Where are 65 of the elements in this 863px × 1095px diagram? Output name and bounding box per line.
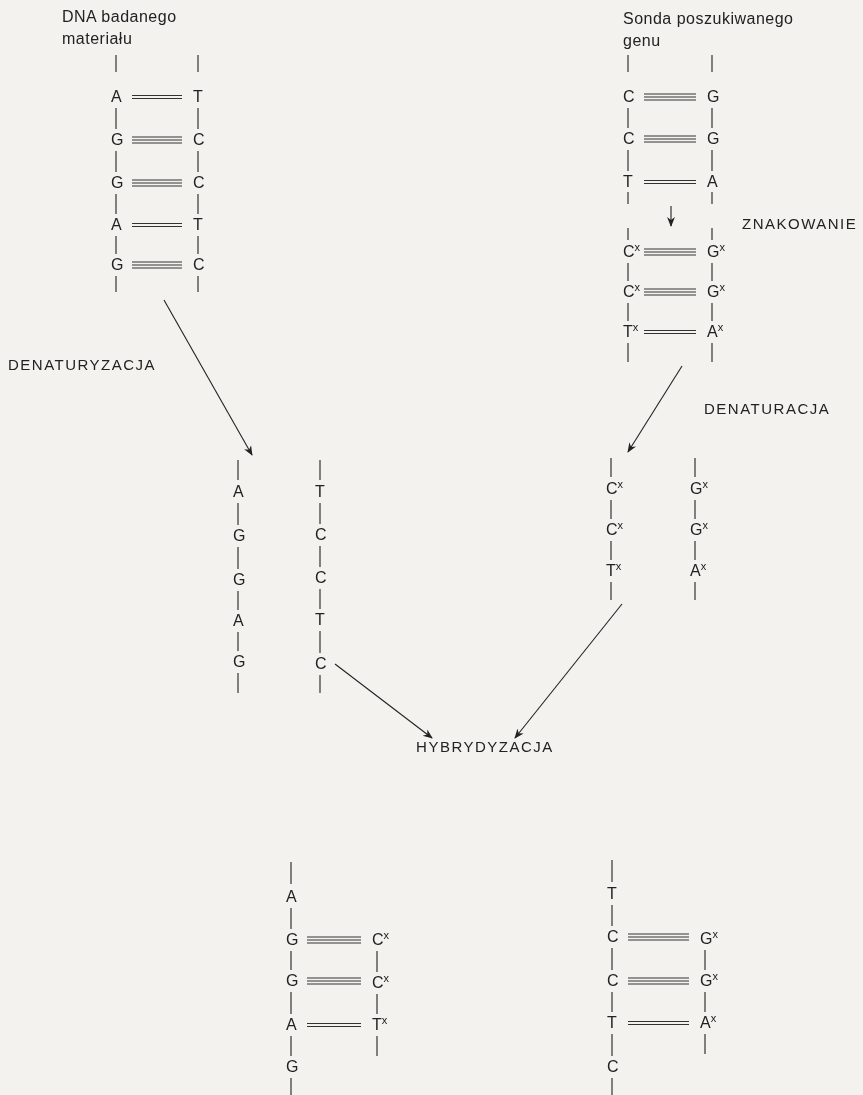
nucleotide-label: G [707, 88, 720, 106]
nucleotide-label: A$^{x}$ [700, 1014, 717, 1033]
nucleotide-label: A [707, 173, 718, 191]
nucleotide-label: T [623, 173, 633, 191]
nucleotide-label: C [607, 1058, 619, 1076]
nucleotide-label: G [286, 1058, 299, 1076]
nucleotide-label: G [111, 256, 124, 274]
nucleotide-label: G [233, 653, 246, 671]
edge-label: ZNAKOWANIE [742, 215, 858, 232]
nucleotide-label: C [607, 972, 619, 990]
nucleotide-label: C [193, 131, 205, 149]
nucleotide-label: A$^{x}$ [690, 562, 707, 581]
nucleotide-label: G$^{x}$ [700, 972, 718, 991]
nucleotide-label: G [286, 972, 299, 990]
nucleotide-label: A [111, 88, 122, 106]
nucleotide-label: T$^{x}$ [372, 1016, 388, 1035]
nucleotide-label: T [315, 611, 325, 629]
nucleotide-label: A [233, 612, 244, 630]
nucleotide-label: T$^{x}$ [623, 323, 639, 342]
strand-heading: Sonda poszukiwanego genu [623, 9, 795, 51]
nucleotide-label: A [111, 216, 122, 234]
nucleotide-label: G$^{x}$ [707, 243, 725, 262]
nucleotide-label: G [233, 571, 246, 589]
nucleotide-label: C [193, 256, 205, 274]
nucleotide-label: C [315, 569, 327, 587]
nucleotide-label: C$^{x}$ [372, 931, 390, 950]
nucleotide-label: C [315, 655, 327, 673]
arrow [163, 299, 253, 456]
nucleotide-label: C [607, 928, 619, 946]
strand-heading: DNA badanego materiału [62, 7, 178, 49]
step-label: HYBRYDYZACJA [415, 738, 555, 756]
arrow [514, 603, 623, 739]
nucleotide-label: C [623, 88, 635, 106]
nucleotide-label: C$^{x}$ [606, 480, 624, 499]
nucleotide-label: T [193, 88, 203, 106]
nucleotide-label: A [286, 1016, 297, 1034]
nucleotide-label: G [111, 131, 124, 149]
nucleotide-label: G [233, 527, 246, 545]
nucleotide-label: T [193, 216, 203, 234]
nucleotide-label: C [193, 174, 205, 192]
nucleotide-label: C$^{x}$ [606, 521, 624, 540]
nucleotide-label: G [707, 130, 720, 148]
nucleotide-label: G$^{x}$ [690, 480, 708, 499]
edge-label: DENATURACJA [704, 400, 831, 417]
nucleotide-label: T [607, 1014, 617, 1032]
nucleotide-label: G$^{x}$ [707, 283, 725, 302]
nucleotide-label: A [233, 483, 244, 501]
arrow [667, 205, 675, 227]
nucleotide-label: T$^{x}$ [606, 562, 622, 581]
nucleotide-label: G [111, 174, 124, 192]
arrow [334, 663, 433, 739]
nucleotide-label: C$^{x}$ [372, 974, 390, 993]
nucleotide-label: G$^{x}$ [700, 930, 718, 949]
nucleotide-label: C$^{x}$ [623, 243, 641, 262]
nucleotide-label: C [315, 526, 327, 544]
nucleotide-label: G$^{x}$ [690, 521, 708, 540]
nucleotide-label: A$^{x}$ [707, 323, 724, 342]
nucleotide-label: A [286, 888, 297, 906]
edge-label: DENATURYZACJA [8, 356, 157, 373]
nucleotide-label: C$^{x}$ [623, 283, 641, 302]
nucleotide-label: C [623, 130, 635, 148]
nucleotide-label: G [286, 931, 299, 949]
nucleotide-label: T [315, 483, 325, 501]
arrow [627, 365, 683, 453]
nucleotide-label: T [607, 885, 617, 903]
